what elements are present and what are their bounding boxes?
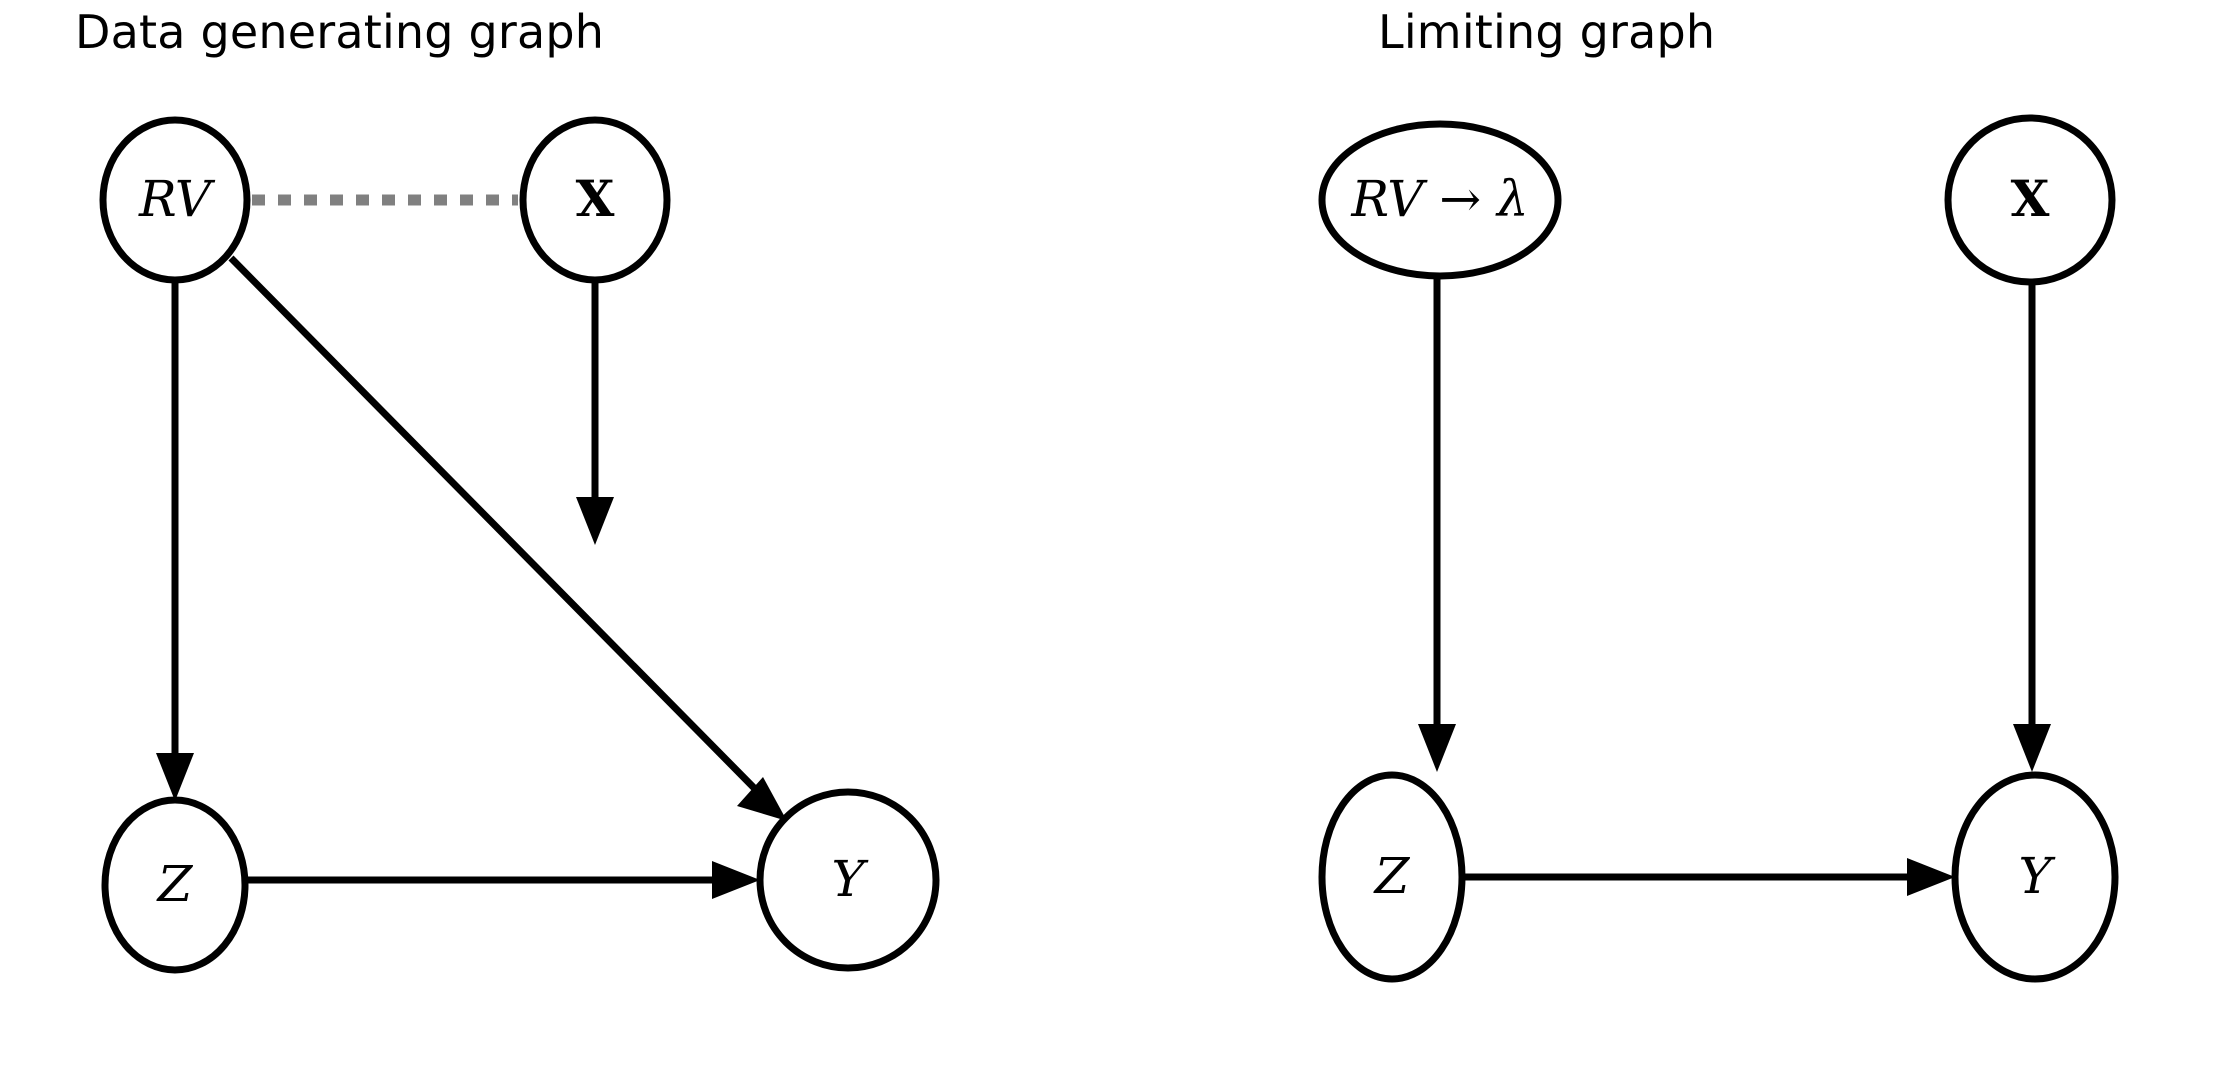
panel-title-data-generating-graph: Data generating graph: [75, 5, 604, 59]
edge-x-to-y-right: [2013, 283, 2051, 772]
node-x-right[interactable]: X: [1944, 114, 2116, 286]
arrowhead-z-to-y-right: [1907, 858, 1955, 896]
arrowhead-rv-to-y: [737, 777, 787, 821]
node-rv-label: RV: [138, 170, 216, 228]
edge-z-to-y-right: [1463, 858, 1955, 896]
node-x-right-label: X: [2011, 169, 2050, 228]
node-z-right[interactable]: Z: [1318, 771, 1466, 983]
arrowhead-x-to-y: [576, 497, 614, 545]
node-y-right-shape[interactable]: [1951, 771, 2119, 983]
node-rv-lambda-shape[interactable]: [1318, 120, 1562, 280]
arrowhead-rvlambda-to-z: [1418, 724, 1456, 772]
node-y-shape[interactable]: [756, 788, 940, 972]
node-z[interactable]: Z: [101, 796, 249, 974]
node-z-right-label: Z: [1373, 847, 1411, 905]
panel-limiting-graph: Limiting graph RV → λ: [1318, 5, 2119, 983]
edge-z-to-y: [246, 861, 760, 899]
arrowhead-rv-to-z: [156, 753, 194, 801]
node-rv-shape[interactable]: [99, 116, 251, 284]
node-y-right[interactable]: Y: [1951, 771, 2119, 983]
node-x-shape[interactable]: [519, 116, 671, 284]
node-rv-lambda-label: RV → λ: [1350, 170, 1528, 228]
node-rv-lambda[interactable]: RV → λ: [1318, 120, 1562, 280]
edge-rv-to-z: [156, 281, 194, 801]
node-y-label: Y: [831, 850, 868, 908]
node-z-shape[interactable]: [101, 796, 249, 974]
edge-x-to-y: [576, 281, 614, 545]
arrowhead-z-to-y: [712, 861, 760, 899]
node-y[interactable]: Y: [756, 788, 940, 972]
panel-data-generating-graph: Data generating graph: [75, 5, 940, 974]
panel-title-limiting-graph: Limiting graph: [1378, 5, 1715, 59]
node-x-label: X: [576, 169, 615, 228]
node-rv[interactable]: RV: [99, 116, 251, 284]
node-z-label: Z: [156, 855, 194, 913]
edge-rv-to-y: [228, 255, 787, 821]
node-y-right-label: Y: [2018, 847, 2055, 905]
node-x[interactable]: X: [519, 116, 671, 284]
edge-rvlambda-to-z: [1418, 277, 1456, 772]
node-z-right-shape[interactable]: [1318, 771, 1466, 983]
node-x-right-shape[interactable]: [1944, 114, 2116, 286]
arrowhead-x-to-y-right: [2013, 724, 2051, 772]
